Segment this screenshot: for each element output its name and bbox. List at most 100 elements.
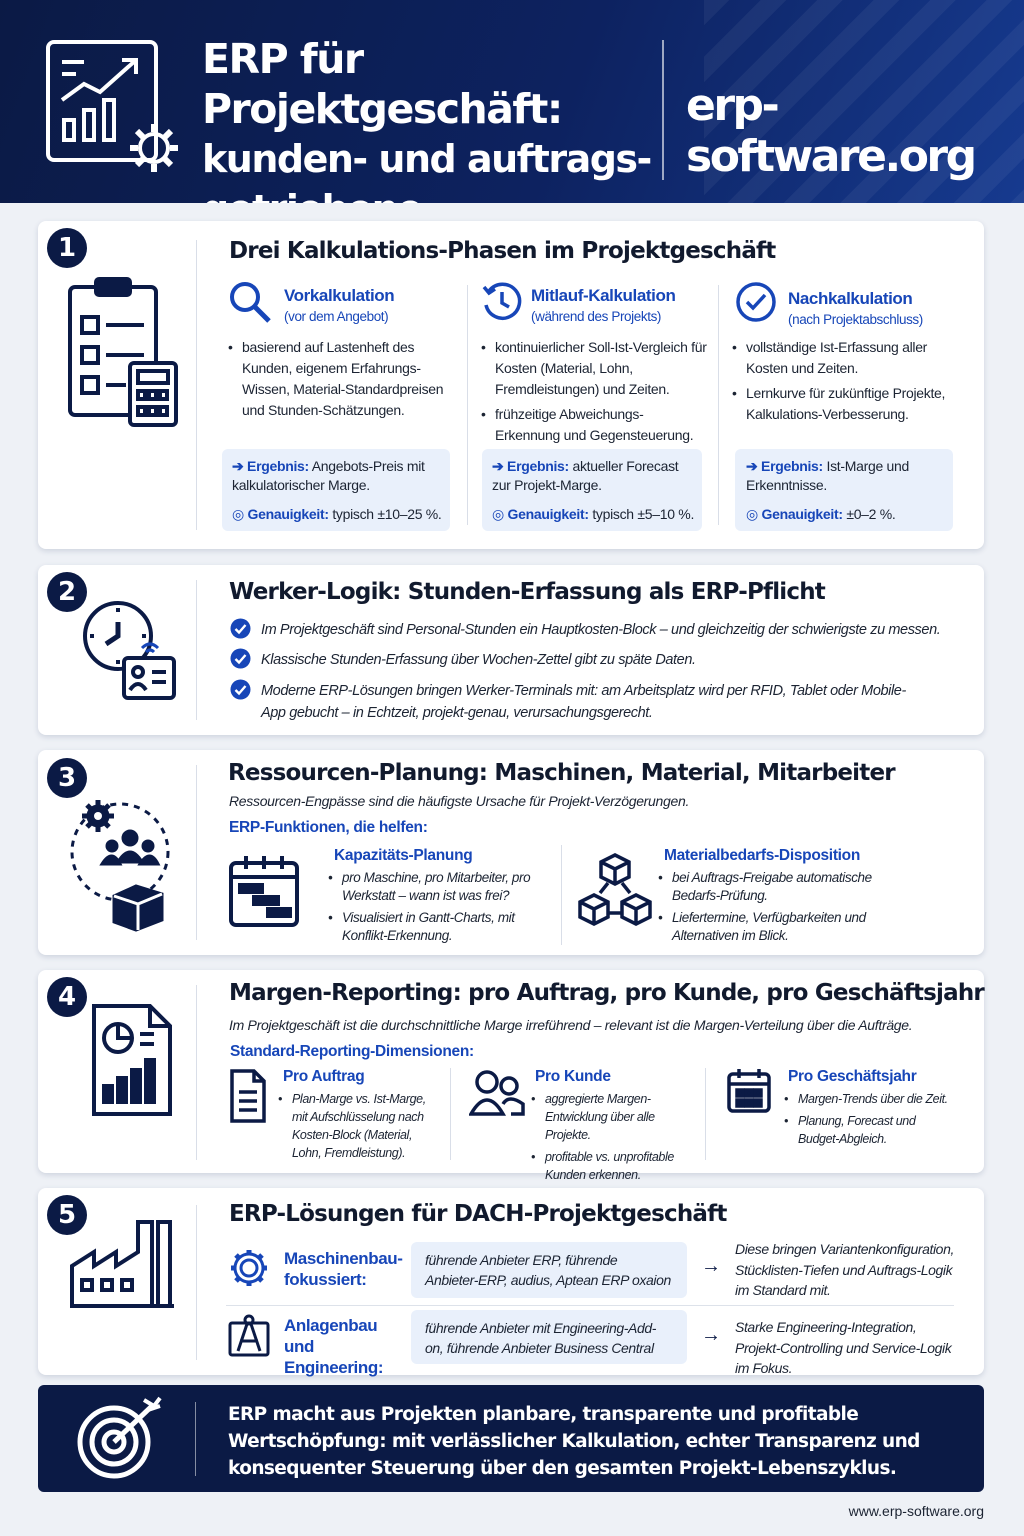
feature-1-name: Kapazitäts-Planung xyxy=(334,847,473,864)
werker-point-2: Klassische Stunden-Erfassung über Wochen… xyxy=(261,652,696,668)
footer-divider xyxy=(195,1402,196,1476)
phase-1-name: Vorkalkulation(vor dem Angebot) xyxy=(284,285,395,327)
users-icon xyxy=(469,1070,525,1116)
row-2-vendors: führende Anbieter mit Engineering-Add-on… xyxy=(411,1310,687,1364)
row-2-label: Anlagenbau und Engineering: xyxy=(284,1316,384,1377)
section-4-title: Margen-Reporting: pro Auftrag, pro Kunde… xyxy=(229,980,985,1006)
list-item: basierend auf Lastenheft des Kunden, eig… xyxy=(228,337,460,421)
phase-2-accuracy: ◎ Genauigkeit: typisch ±5–10 %. xyxy=(492,506,695,522)
phase-1-bullets: basierend auf Lastenheft des Kunden, eig… xyxy=(228,337,460,425)
phase-3-bullets: vollständige Ist-Erfassung aller Kosten … xyxy=(732,337,958,429)
row-1-note: Diese bringen Variantenkonfiguration, St… xyxy=(735,1241,954,1298)
magnifier-icon xyxy=(230,282,271,323)
dim-3-bullets: Margen-Trends über die Zeit. Planung, For… xyxy=(784,1090,954,1152)
phase-divider-2 xyxy=(718,285,719,525)
arrow-right-icon: → xyxy=(701,1255,721,1277)
phase-3-accuracy: ◎ Genauigkeit: ±0–2 %. xyxy=(746,506,896,522)
factory-icon xyxy=(70,1220,174,1308)
section-1-divider xyxy=(196,240,197,530)
phase-3-result-box xyxy=(735,449,953,531)
gear-icon xyxy=(231,1250,267,1286)
list-item: Liefertermine, Verfügbarkeiten und Alter… xyxy=(658,909,888,945)
feature-divider xyxy=(561,845,562,945)
check-circle-icon xyxy=(230,618,251,639)
brand-logo-text: erp-software.org xyxy=(686,80,977,182)
phase-2-result: ➔ Ergebnis: aktueller Forecast zur Proje… xyxy=(492,458,679,493)
section-4-number: 4 xyxy=(47,977,87,1017)
section-5-divider xyxy=(196,1205,197,1360)
resources-cycle-icon xyxy=(70,800,170,932)
list-item: Visualisiert in Gantt-Charts, mit Konfli… xyxy=(328,909,558,945)
section-5-number: 5 xyxy=(47,1195,87,1235)
phase-3-name: Nachkalkulation(nach Projektabschluss) xyxy=(788,288,923,330)
check-circle-icon xyxy=(230,648,251,669)
phase-divider-1 xyxy=(467,285,468,525)
header-divider xyxy=(662,40,664,180)
cubes-network-icon xyxy=(578,853,652,926)
section-3-subtitle: Ressourcen-Engpässe sind die häufigste U… xyxy=(229,793,690,809)
section-2-card xyxy=(38,565,984,735)
clock-arrow-icon xyxy=(482,282,522,320)
section-3-number: 3 xyxy=(47,758,87,798)
chart-gear-icon xyxy=(46,40,178,172)
dim-3-name: Pro Geschäftsjahr xyxy=(788,1068,917,1085)
dim-1-bullets: Plan-Marge vs. Ist-Marge, mit Aufschlüss… xyxy=(278,1090,438,1166)
werker-point-1: Im Projektgeschäft sind Personal-Stunden… xyxy=(261,622,941,638)
list-item: vollständige Ist-Erfassung aller Kosten … xyxy=(732,337,958,379)
dim-2-bullets: aggregierte Margen-Entwicklung über alle… xyxy=(531,1090,701,1188)
conclusion-text: ERP macht aus Projekten planbare, transp… xyxy=(228,1404,920,1479)
phase-3-sub: (nach Projektabschluss) xyxy=(788,312,923,327)
dim-divider-1 xyxy=(450,1068,451,1160)
section-2-title: Werker-Logik: Stunden-Erfassung als ERP-… xyxy=(229,579,826,605)
page-title: ERP für Projektgeschäft: kunden- und auf… xyxy=(202,34,662,203)
header-banner: ERP für Projektgeschäft: kunden- und auf… xyxy=(0,0,1024,203)
list-item: Lernkurve für zukünftige Projekte, Kalku… xyxy=(732,383,958,425)
title-line-2: kunden- und auftrags- xyxy=(202,137,652,181)
phase-2-result-box xyxy=(482,449,702,531)
footer-url[interactable]: www.erp-software.org xyxy=(848,1503,984,1519)
arrow-right-icon: → xyxy=(701,1324,721,1346)
section-4-subtitle: Im Projektgeschäft ist die durchschnittl… xyxy=(229,1017,913,1033)
phase-1-accuracy: ◎ Genauigkeit: typisch ±10–25 %. xyxy=(232,506,442,522)
phase-2-bullets: kontinuierlicher Soll-Ist-Vergleich für … xyxy=(481,337,707,450)
section-2-number: 2 xyxy=(47,572,87,612)
document-icon xyxy=(230,1069,266,1123)
feature-2-bullets: bei Auftrags-Freigabe automatische Bedar… xyxy=(658,869,888,949)
list-item: bei Auftrags-Freigabe automatische Bedar… xyxy=(658,869,888,905)
section-1-title: Drei Kalkulations-Phasen im Projektgesch… xyxy=(229,238,776,264)
phase-2-sub: (während des Projekts) xyxy=(531,309,662,324)
title-line-3: getriebene Wertschöpfung xyxy=(202,184,662,203)
list-item: frühzeitige Abweichungs-Erkennung und Ge… xyxy=(481,404,707,446)
clock-badge-icon xyxy=(83,601,176,700)
list-item: Plan-Marge vs. Ist-Marge, mit Aufschlüss… xyxy=(278,1090,438,1162)
dim-2-name: Pro Kunde xyxy=(535,1068,611,1085)
dim-1-name: Pro Auftrag xyxy=(283,1068,365,1085)
feature-1-bullets: pro Maschine, pro Mitarbeiter, pro Werks… xyxy=(328,869,558,949)
section-4-divider xyxy=(196,985,197,1160)
feature-2-name: Materialbedarfs-Disposition xyxy=(664,847,861,864)
row-separator xyxy=(226,1305,954,1306)
row-1-label: Maschinenbau-fokussiert: xyxy=(284,1249,403,1289)
list-item: pro Maschine, pro Mitarbeiter, pro Werks… xyxy=(328,869,558,905)
title-line-1: ERP für Projektgeschäft: xyxy=(202,35,563,133)
list-item: kontinuierlicher Soll-Ist-Vergleich für … xyxy=(481,337,707,400)
phase-3-result: ➔ Ergebnis: Ist-Marge und Erkenntnisse. xyxy=(746,458,909,493)
check-circle-icon xyxy=(230,679,251,700)
phase-1-sub: (vor dem Angebot) xyxy=(284,309,389,324)
target-arrow-icon xyxy=(77,1396,162,1479)
checklist-calculator-icon xyxy=(68,277,178,427)
list-item: Planung, Forecast und Budget-Abgleich. xyxy=(784,1112,954,1148)
list-item: Margen-Trends über die Zeit. xyxy=(784,1090,954,1108)
section-3-functions-label: ERP-Funktionen, die helfen: xyxy=(229,819,428,836)
section-5-title: ERP-Lösungen für DACH-Projektgeschäft xyxy=(229,1201,727,1227)
list-item: aggregierte Margen-Entwicklung über alle… xyxy=(531,1090,701,1144)
phase-1-result-box xyxy=(222,449,450,531)
calendar-icon xyxy=(727,1069,771,1113)
section-3-divider xyxy=(196,765,197,940)
werker-point-3: Moderne ERP-Lösungen bringen Werker-Term… xyxy=(261,683,906,721)
section-1-number: 1 xyxy=(47,228,87,268)
report-chart-icon xyxy=(92,1004,172,1116)
phase-1-result: ➔ Ergebnis: Angebots-Preis mit kalkulato… xyxy=(232,458,425,493)
section-3-title: Ressourcen-Planung: Maschinen, Material,… xyxy=(228,760,896,786)
section-4-dims-label: Standard-Reporting-Dimensionen: xyxy=(230,1043,474,1060)
